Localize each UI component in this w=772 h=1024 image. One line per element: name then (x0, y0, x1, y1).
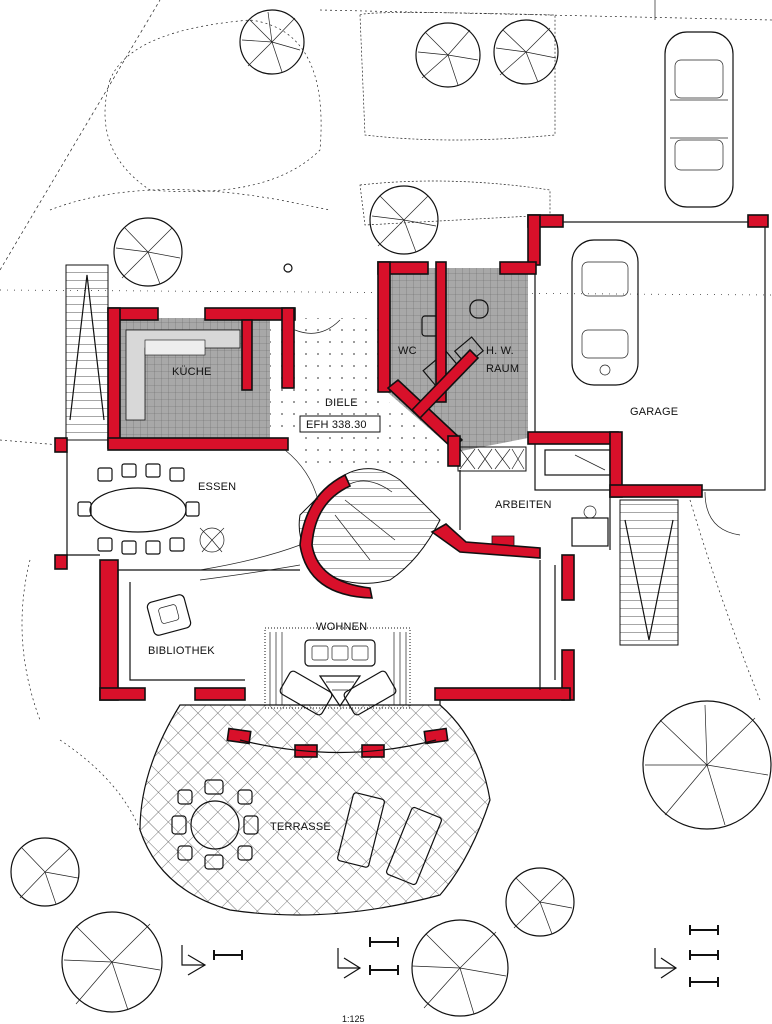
room-label-kueche: KÜCHE (172, 366, 212, 378)
tree-icon (411, 919, 509, 1017)
terrace: TERRASSE (139, 704, 491, 916)
tree-icon (10, 837, 80, 907)
site-context (0, 0, 772, 831)
sofa-icon (279, 670, 397, 716)
living-furniture (264, 627, 411, 716)
chair-icon (77, 463, 200, 555)
room-label-wohnen: WOHNEN (316, 621, 367, 633)
walls (54, 214, 769, 758)
room-label-arbeiten: ARBEITEN (495, 499, 552, 511)
dimension-mark-icon (213, 925, 719, 987)
dining-table (77, 463, 225, 555)
interior-lines (66, 319, 611, 705)
room-label-bibliothek: BIBLIOTHEK (148, 645, 215, 657)
room-label-terrasse: TERRASSE (270, 821, 331, 833)
room-labels: KÜCHE ESSEN DIELE EFH 338.30 WC H. W. RA… (148, 345, 552, 657)
tree-icon (61, 911, 163, 1013)
tree-icon (113, 217, 183, 287)
section-markers (181, 925, 719, 987)
tree-icon (415, 22, 481, 88)
section-arrow-icon (181, 945, 207, 976)
section-arrow-icon (337, 948, 362, 979)
scale-label: 1:125 (342, 1014, 365, 1024)
room-label-wc: WC (398, 345, 417, 357)
car-icon (664, 31, 734, 208)
tree-icon (505, 867, 575, 937)
section-arrow-icon (654, 948, 678, 979)
table-icon (171, 779, 259, 870)
elevation-box: EFH 338.30 (299, 415, 381, 433)
exterior-stairs (65, 264, 679, 646)
room-label-hw-2: RAUM (486, 363, 519, 375)
sofa-icon (304, 639, 376, 667)
tree-icon (642, 700, 772, 830)
room-label-hw-1: H. W. (486, 345, 514, 357)
room-label-diele: DIELE (325, 397, 358, 409)
car-icon (571, 239, 639, 386)
room-label-essen: ESSEN (198, 481, 236, 493)
work-furniture (457, 446, 611, 549)
tree-icon (493, 19, 559, 85)
tree-icon (239, 9, 305, 75)
armchair-icon (146, 594, 192, 636)
plant-icon (199, 527, 225, 553)
tree-icon (369, 185, 439, 255)
room-label-garage: GARAGE (630, 406, 678, 418)
trees (10, 9, 772, 1017)
elevation-label: EFH 338.30 (306, 419, 367, 431)
lounger-icon (337, 792, 443, 886)
